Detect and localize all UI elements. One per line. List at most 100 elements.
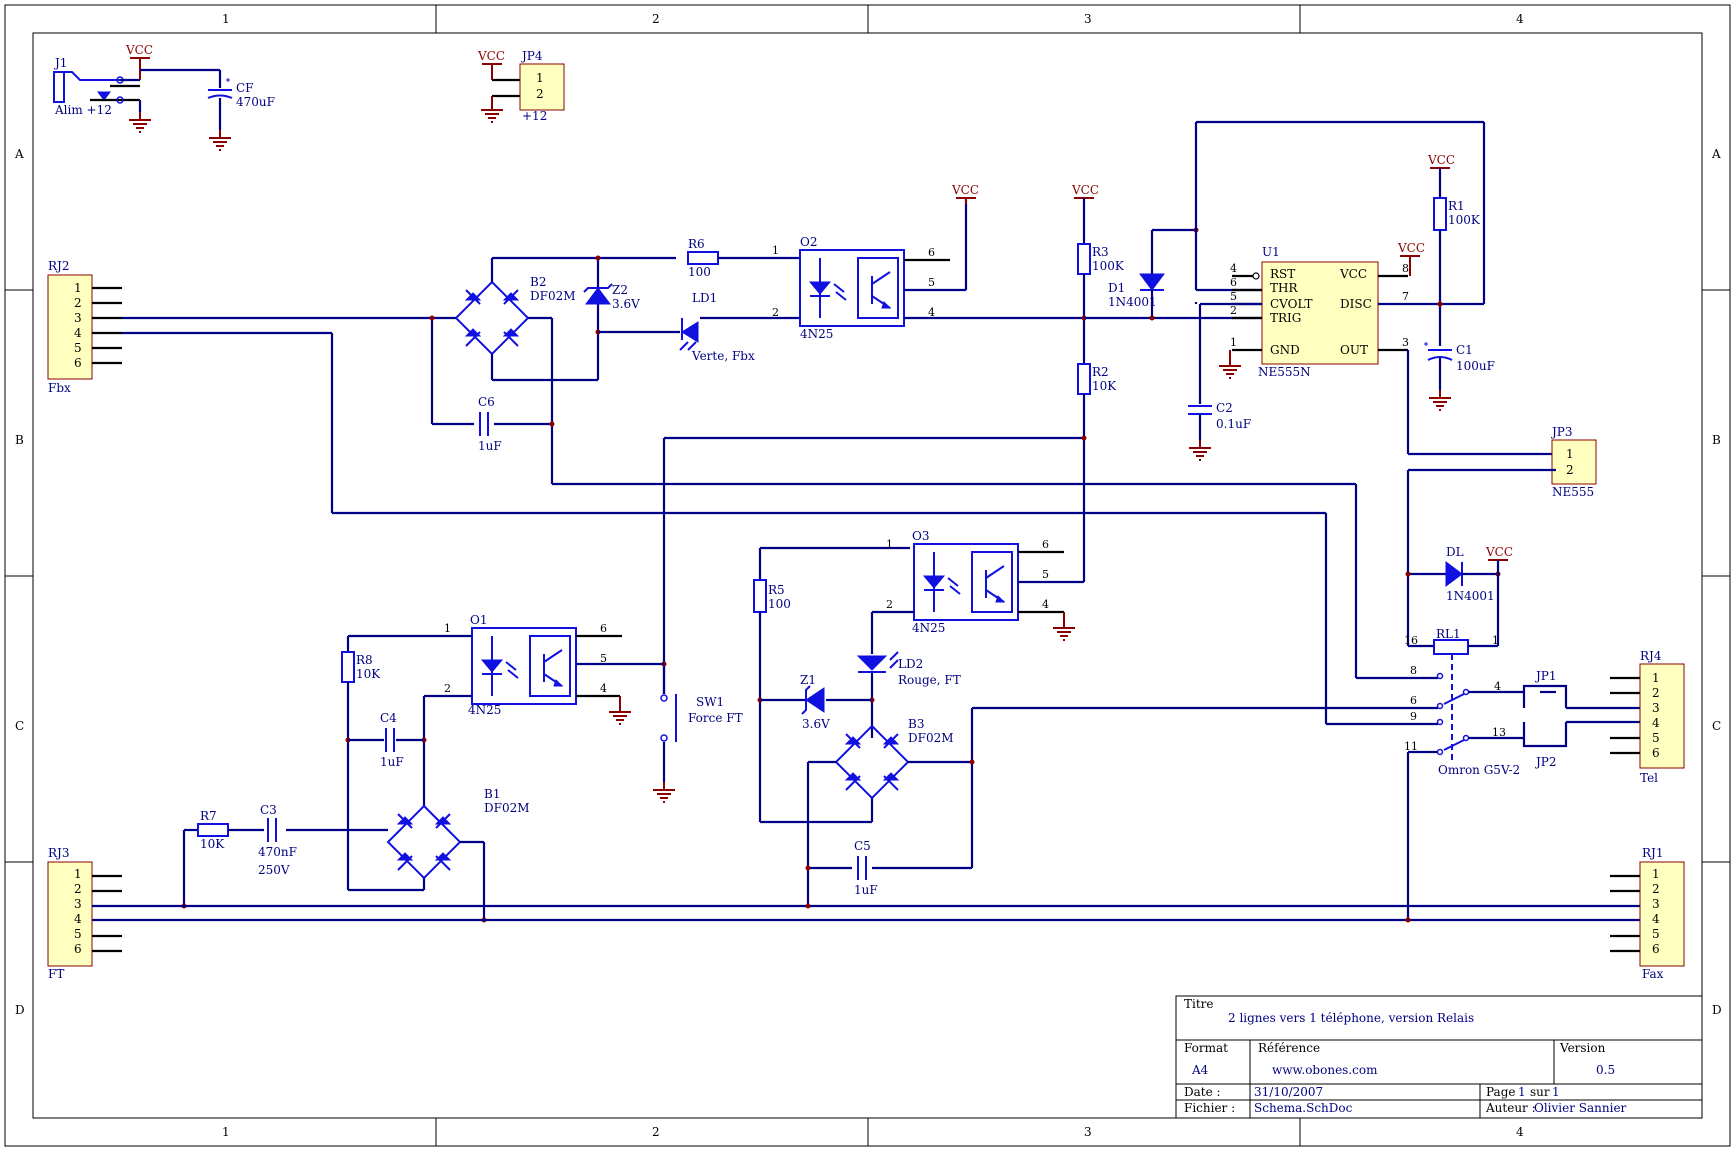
- row-label: B: [15, 433, 24, 447]
- r2-ref: R2: [1092, 365, 1109, 379]
- ld1-ref: LD1: [692, 291, 717, 305]
- r3-value: 100K: [1092, 259, 1125, 273]
- c6-value: 1uF: [478, 439, 502, 453]
- zener-z1: Z1 3.6V: [800, 673, 830, 731]
- vcc-label: VCC: [1071, 183, 1099, 197]
- rj1-pin: 5: [1652, 927, 1660, 941]
- rj1-pin: 1: [1652, 867, 1660, 881]
- optocoupler-o2: O2 4N25 1 2 6 5 4: [772, 235, 935, 341]
- dl-value: 1N4001: [1446, 589, 1495, 603]
- c5-value: 1uF: [854, 883, 878, 897]
- j1-value: Alim +12: [54, 103, 112, 117]
- rj2-pin: 3: [74, 311, 82, 325]
- r6-ref: R6: [688, 237, 705, 251]
- rj1-ref: RJ1: [1642, 846, 1663, 860]
- u1-pin-name: VCC: [1339, 267, 1367, 281]
- jp3-value: NE555: [1552, 485, 1594, 499]
- row-label: C: [1712, 719, 1721, 733]
- column-label: 3: [1084, 12, 1092, 26]
- rj3-pin: 3: [74, 897, 82, 911]
- sw1-ref: SW1: [696, 695, 724, 709]
- u1-pin: 3: [1402, 336, 1409, 349]
- vcc-label: VCC: [477, 49, 505, 63]
- version-label: Version: [1559, 1041, 1606, 1055]
- ld2-ref: LD2: [898, 657, 923, 671]
- bridge-b1: B1 DF02M: [387, 787, 530, 879]
- rl1-pin: 4: [1494, 680, 1501, 693]
- rj2-pin: 2: [74, 296, 82, 310]
- rj4-pin: 3: [1652, 701, 1660, 715]
- vcc-symbol: VCC: [1485, 545, 1513, 646]
- resistor-r1: R1 100K: [1433, 197, 1481, 231]
- b3-value: DF02M: [908, 731, 954, 745]
- vcc-symbol: VCC: [1397, 241, 1425, 276]
- jp4-pin: 1: [536, 71, 544, 85]
- c4-value: 1uF: [380, 755, 404, 769]
- diode-d1: D1 1N4001: [1108, 273, 1165, 309]
- rl1-pin: 16: [1404, 634, 1418, 647]
- header-jp3: 1 2 JP3 NE555: [1550, 425, 1597, 499]
- resistor-r8: R8 10K: [341, 651, 381, 683]
- fichier-label: Fichier :: [1184, 1101, 1235, 1115]
- vcc-symbol: VCC: [125, 43, 153, 70]
- u1-pin: 2: [1230, 304, 1237, 317]
- u1-pin-name: CVOLT: [1270, 297, 1312, 311]
- timer-u1: RST THR CVOLT TRIG GND VCC DISC OUT U1 N…: [1230, 245, 1409, 379]
- c1-value: 100uF: [1456, 359, 1495, 373]
- o3-pin: 1: [886, 538, 893, 551]
- rj4-pin: 5: [1652, 731, 1660, 745]
- b1-value: DF02M: [484, 801, 530, 815]
- o2-pin: 6: [928, 246, 935, 259]
- resistor-r6: R6 100: [687, 237, 719, 279]
- z2-value: 3.6V: [612, 297, 640, 311]
- cf-ref: CF: [236, 81, 254, 95]
- b3-ref: B3: [908, 717, 924, 731]
- c2-value: 0.1uF: [1216, 417, 1251, 431]
- row-label: A: [1711, 147, 1721, 161]
- u1-pin-name: DISC: [1340, 297, 1372, 311]
- column-label: 2: [652, 12, 660, 26]
- vcc-label: VCC: [1427, 153, 1455, 167]
- jp4-pin: 2: [536, 87, 544, 101]
- optocoupler-o1: O1 4N25 1 2 6 5 4: [444, 613, 607, 717]
- r1-value: 100K: [1448, 213, 1481, 227]
- vcc-label: VCC: [1397, 241, 1425, 255]
- capacitor-c5: C5 1uF: [854, 839, 878, 897]
- b1-ref: B1: [484, 787, 500, 801]
- rj1-pin: 2: [1652, 882, 1660, 896]
- rl1-pin: 1: [1492, 634, 1499, 647]
- rj3-ref: RJ3: [48, 846, 69, 860]
- jp3-pin: 1: [1566, 447, 1574, 461]
- jp3-ref: JP3: [1550, 425, 1573, 439]
- vcc-label: VCC: [1485, 545, 1513, 559]
- o2-value: 4N25: [800, 327, 833, 341]
- rj2-pin: 1: [74, 281, 82, 295]
- column-label: 4: [1516, 12, 1524, 26]
- rj2-pin: 6: [74, 356, 82, 370]
- page-value: 1: [1518, 1085, 1526, 1099]
- c3-rating: 250V: [258, 863, 290, 877]
- column-label: 3: [1084, 1125, 1092, 1139]
- rl1-pin: 8: [1410, 664, 1417, 677]
- ld2-value: Rouge, FT: [898, 673, 961, 687]
- switch-sw1: SW1 Force FT: [660, 694, 743, 742]
- rl1-pin: 9: [1410, 710, 1417, 723]
- z2-ref: Z2: [612, 283, 628, 297]
- o3-ref: O3: [912, 529, 929, 543]
- rj3-pin: 4: [74, 912, 82, 926]
- o3-pin: 2: [886, 598, 893, 611]
- b2-value: DF02M: [530, 289, 576, 303]
- version-value: 0.5: [1596, 1063, 1615, 1077]
- auteur-value: Olivier Sannier: [1534, 1101, 1627, 1115]
- o2-ref: O2: [800, 235, 817, 249]
- rj4-pin: 4: [1652, 716, 1660, 730]
- r2-value: 10K: [1092, 379, 1117, 393]
- u1-pin-name: GND: [1270, 343, 1300, 357]
- vcc-symbol: VCC: [1427, 153, 1455, 198]
- z1-value: 3.6V: [802, 717, 830, 731]
- led-ld1: LD1 Verte, Fbx: [679, 291, 755, 363]
- r7-ref: R7: [200, 809, 217, 823]
- rl1-value: Omron G5V-2: [1438, 763, 1520, 777]
- o3-pin: 5: [1042, 568, 1049, 581]
